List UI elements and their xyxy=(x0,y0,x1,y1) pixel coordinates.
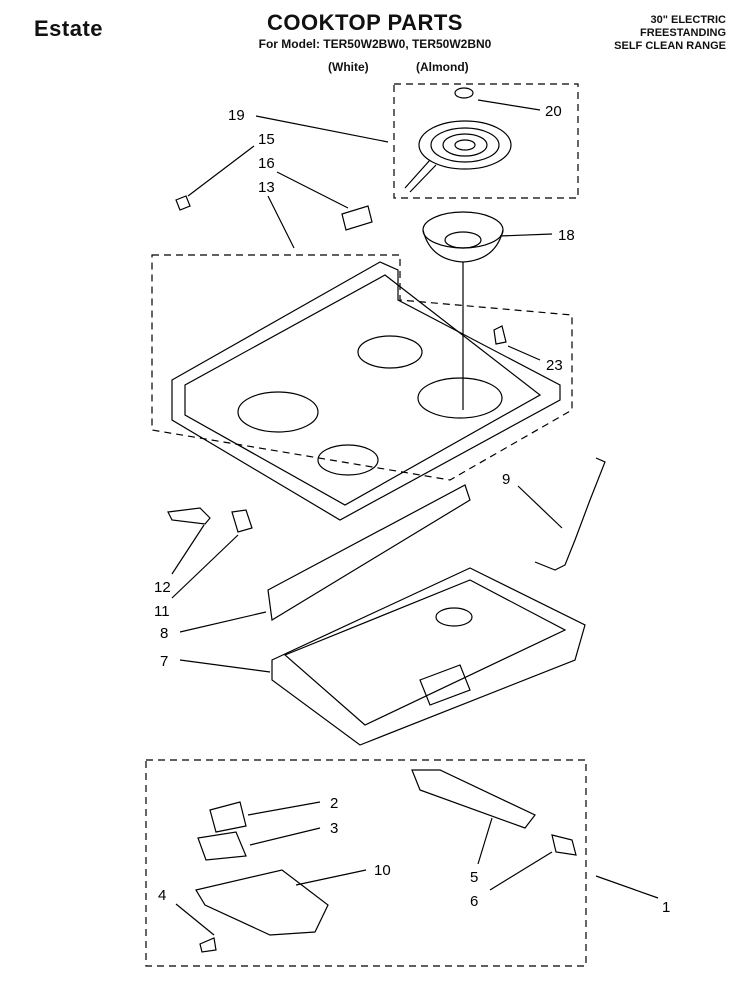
leader-16 xyxy=(276,171,349,209)
leader-12 xyxy=(171,524,205,575)
callout-18: 18 xyxy=(558,227,575,244)
leader-4 xyxy=(175,903,215,936)
range-desc-line-1: 30" ELECTRIC xyxy=(650,14,726,26)
callout-20: 20 xyxy=(545,103,562,120)
callout-15: 15 xyxy=(258,131,275,148)
leader-9 xyxy=(517,485,563,529)
callout-4: 4 xyxy=(158,887,166,904)
callout-6: 6 xyxy=(470,893,478,910)
part-2-switch xyxy=(209,801,247,833)
range-description: 30" ELECTRIC FREESTANDING SELF CLEAN RAN… xyxy=(586,14,726,53)
part-18-drip-bowl xyxy=(422,211,504,263)
leader-23 xyxy=(507,345,541,361)
leader-6 xyxy=(489,851,553,891)
callout-19: 19 xyxy=(228,107,245,124)
leader-7 xyxy=(179,659,271,673)
part-20-cap xyxy=(454,87,474,99)
part-6-block xyxy=(551,834,577,856)
leader-2 xyxy=(247,801,321,816)
callout-2: 2 xyxy=(330,795,338,812)
range-desc-line-3: SELF CLEAN RANGE xyxy=(614,40,726,52)
leader-19 xyxy=(255,115,389,143)
part-5-bracket xyxy=(411,769,536,829)
switch-group-box xyxy=(145,759,587,967)
callout-7: 7 xyxy=(160,653,168,670)
element-group-box xyxy=(393,83,579,199)
callout-1: 1 xyxy=(662,899,670,916)
leader-3 xyxy=(249,827,321,846)
leader-11 xyxy=(171,534,239,599)
callout-10: 10 xyxy=(374,862,391,879)
callout-23: 23 xyxy=(546,357,563,374)
page-title: COOKTOP PARTS xyxy=(267,10,463,35)
part-16-terminal-block xyxy=(341,205,373,231)
callout-3: 3 xyxy=(330,820,338,837)
leader-10 xyxy=(295,869,367,886)
leader-20 xyxy=(477,99,541,111)
leader-8 xyxy=(179,611,267,633)
part-12-lamp-holder xyxy=(167,507,211,525)
callout-16: 16 xyxy=(258,155,275,172)
leader-13 xyxy=(267,195,295,249)
callout-11: 11 xyxy=(154,603,170,620)
part-3-insulator xyxy=(197,831,247,861)
part-9-rod xyxy=(534,457,606,571)
leader-18 xyxy=(499,233,553,237)
part-23-bracket xyxy=(493,325,507,345)
callout-5: 5 xyxy=(470,869,478,886)
brand-logo: Estate xyxy=(34,16,104,41)
range-desc-line-2: FREESTANDING xyxy=(640,27,726,39)
part-4-clip xyxy=(199,937,217,953)
part-10-bracket xyxy=(195,869,329,936)
variant-almond: (Almond) xyxy=(416,60,469,74)
part-13-cooktop xyxy=(171,261,561,521)
part-8-panel xyxy=(267,484,471,621)
part-7-burner-box xyxy=(271,567,586,746)
leader-15 xyxy=(187,145,255,197)
callout-12: 12 xyxy=(154,579,171,596)
callout-8: 8 xyxy=(160,625,168,642)
callout-9: 9 xyxy=(502,471,510,488)
leader-1 xyxy=(595,875,659,899)
part-11-knob xyxy=(231,509,253,533)
variant-white: (White) xyxy=(328,60,369,74)
leader-5 xyxy=(477,817,493,865)
part-15-clip xyxy=(175,195,191,211)
callout-13: 13 xyxy=(258,179,275,196)
model-line: For Model: TER50W2BW0, TER50W2BN0 xyxy=(258,37,492,51)
part-19-surface-element xyxy=(404,120,512,193)
